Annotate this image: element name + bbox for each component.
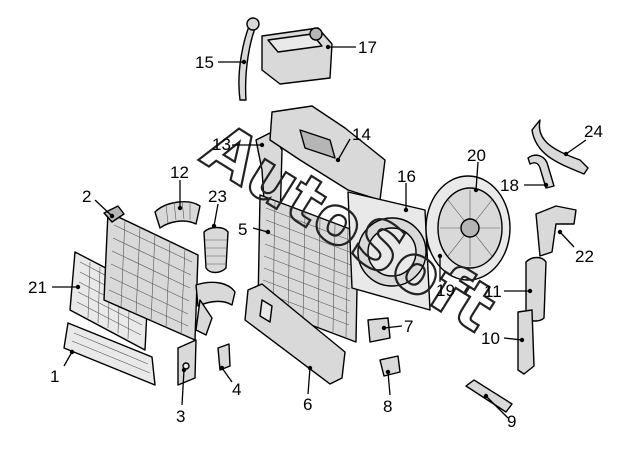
part-t-connector xyxy=(535,205,577,257)
callout-1: 1 xyxy=(50,367,59,386)
callout-22: 22 xyxy=(575,247,594,266)
part-pipe-18 xyxy=(527,154,555,189)
callout-5: 5 xyxy=(238,220,247,239)
callout-20: 20 xyxy=(467,146,486,165)
part-expansion-tank xyxy=(261,27,333,85)
part-hose-12 xyxy=(154,200,201,229)
callout-12: 12 xyxy=(170,163,189,182)
callout-labels: 1 2 3 4 5 6 7 8 9 10 11 12 13 14 15 16 1… xyxy=(28,38,603,431)
part-clip xyxy=(217,343,231,371)
part-intercooler xyxy=(103,205,199,341)
part-fan-shroud xyxy=(347,191,431,311)
callout-10: 10 xyxy=(481,329,500,348)
leader-dots xyxy=(69,44,569,399)
part-lower-strip xyxy=(63,322,156,386)
leader-lines xyxy=(52,46,587,419)
part-pipe-15 xyxy=(238,17,260,101)
callout-21: 21 xyxy=(28,278,47,297)
part-lower-bracket xyxy=(244,283,346,385)
callout-3: 3 xyxy=(176,407,185,426)
part-pipe-10 xyxy=(517,309,535,375)
callout-11: 11 xyxy=(484,282,502,301)
callout-17: 17 xyxy=(358,38,377,57)
callout-23: 23 xyxy=(208,187,227,206)
callout-13: 13 xyxy=(212,135,231,154)
part-intercooler-pipe xyxy=(195,281,236,336)
callout-18: 18 xyxy=(500,176,519,195)
part-pipe-24 xyxy=(531,119,589,175)
callout-8: 8 xyxy=(383,397,392,416)
callout-6: 6 xyxy=(303,395,312,414)
callout-24: 24 xyxy=(584,122,603,141)
part-hose-23 xyxy=(203,226,229,274)
callout-16: 16 xyxy=(397,167,416,186)
callout-15: 15 xyxy=(195,53,214,72)
callout-9: 9 xyxy=(507,412,516,431)
callout-2: 2 xyxy=(82,187,91,206)
callout-19: 19 xyxy=(436,281,455,300)
part-fan xyxy=(425,175,511,281)
part-clip-8 xyxy=(379,355,401,377)
callout-14: 14 xyxy=(352,125,371,144)
part-clip-7 xyxy=(367,317,391,343)
callout-4: 4 xyxy=(232,380,241,399)
callout-7: 7 xyxy=(404,317,413,336)
part-bracket-left xyxy=(177,339,197,386)
part-pipe-9 xyxy=(465,379,513,413)
